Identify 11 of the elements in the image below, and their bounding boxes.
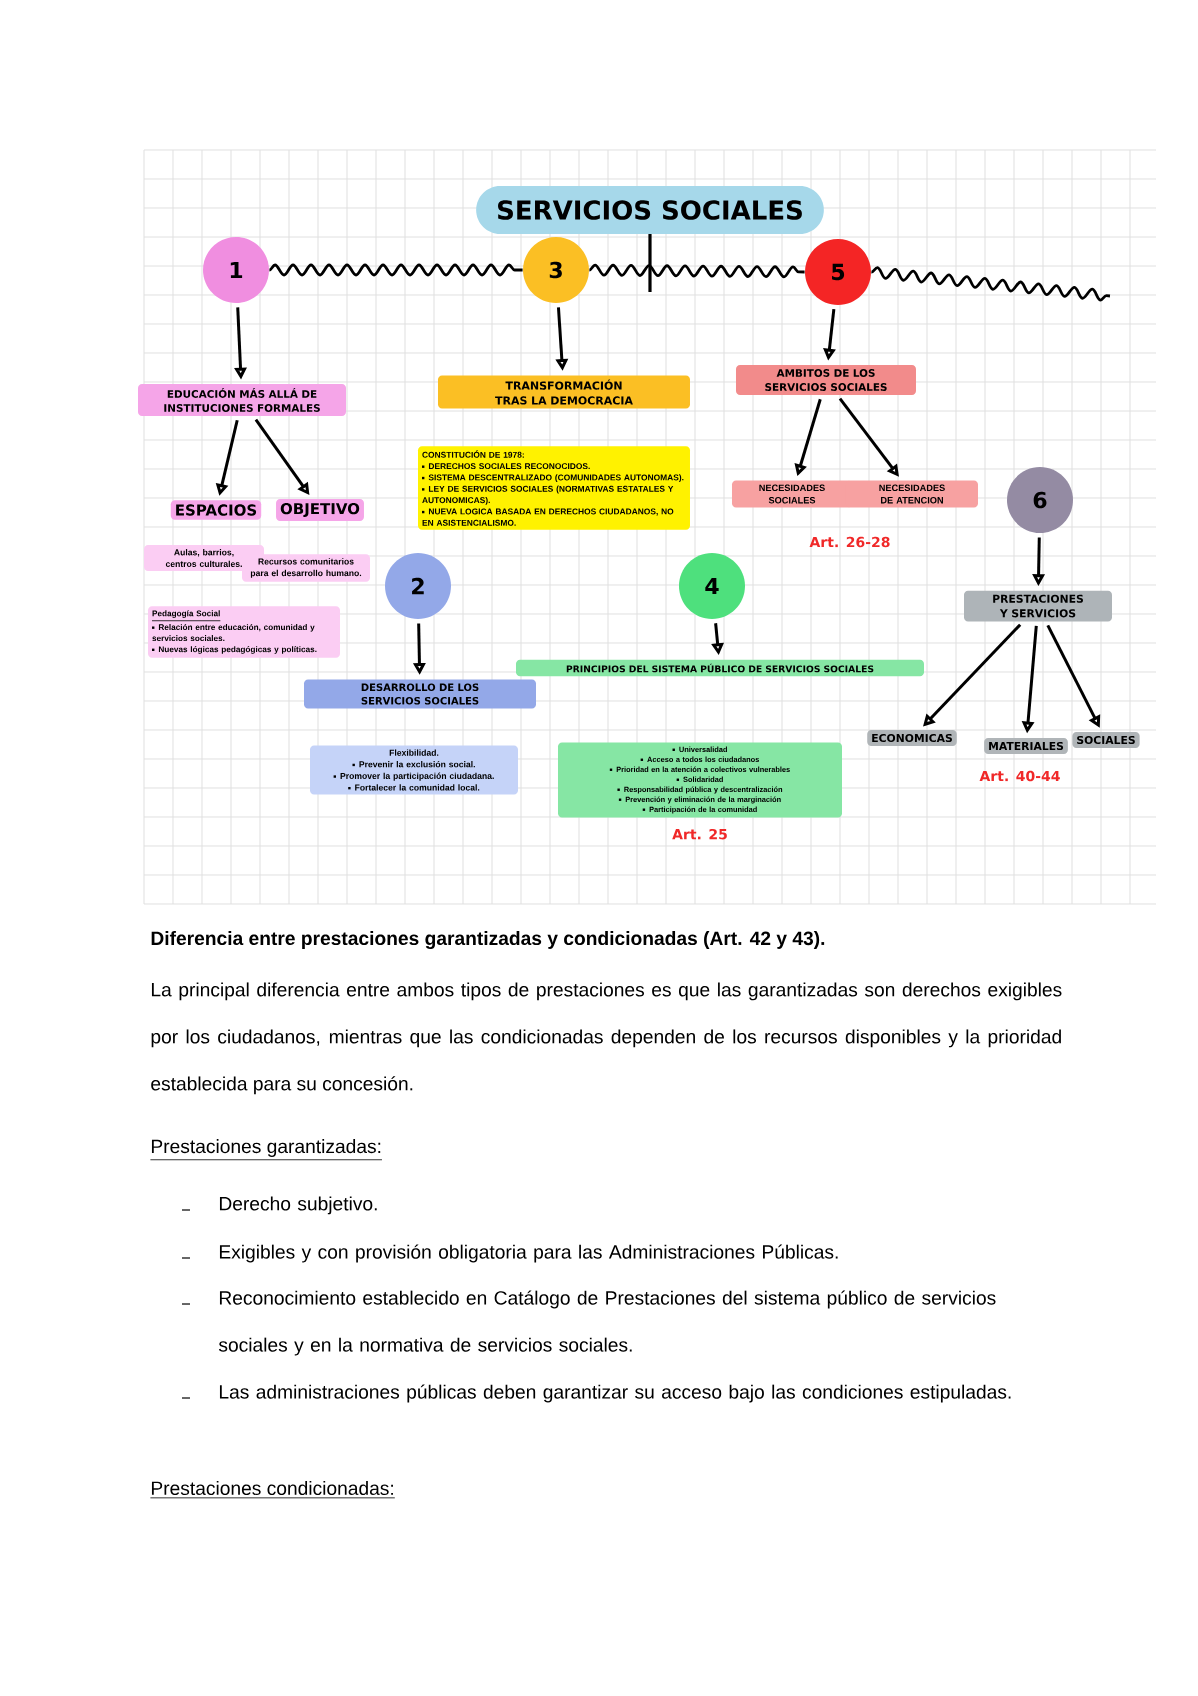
wavy-line (588, 263, 805, 279)
list-item: Derecho subjetivo. (219, 1196, 377, 1215)
subheading: Prestaciones condicionadas: (150, 1480, 396, 1499)
list-item: Exigibles y con provisión obligatoria para las Administraciones Públicas. (219, 1244, 838, 1263)
subheading: Prestaciones garantizadas: (150, 1139, 383, 1161)
heading: Diferencia entre prestaciones garantizadas y condicionadas (Art. 42 y 43). (151, 931, 825, 949)
list-item: Las administraciones públicas deben garantizar su acceso bajo las condiciones estipuladas. (219, 1384, 1011, 1403)
list-item: Reconocimiento establecido en Catálogo de Prestaciones del sistema público de servicios sociales y en la normativa de servicios sociales. (218, 1290, 996, 1356)
title-banner: SERVICIOS SOCIALES (476, 186, 824, 234)
paragraph: La principal diferencia entre ambos tipos de prestaciones es que las garantizadas son derechos exigibles por los ciudadanos, mientras que las condicionadas dependen de los recursos disponibles y la prioridad establecida para su concesión. (151, 982, 1062, 1095)
wavy-line (268, 263, 523, 277)
